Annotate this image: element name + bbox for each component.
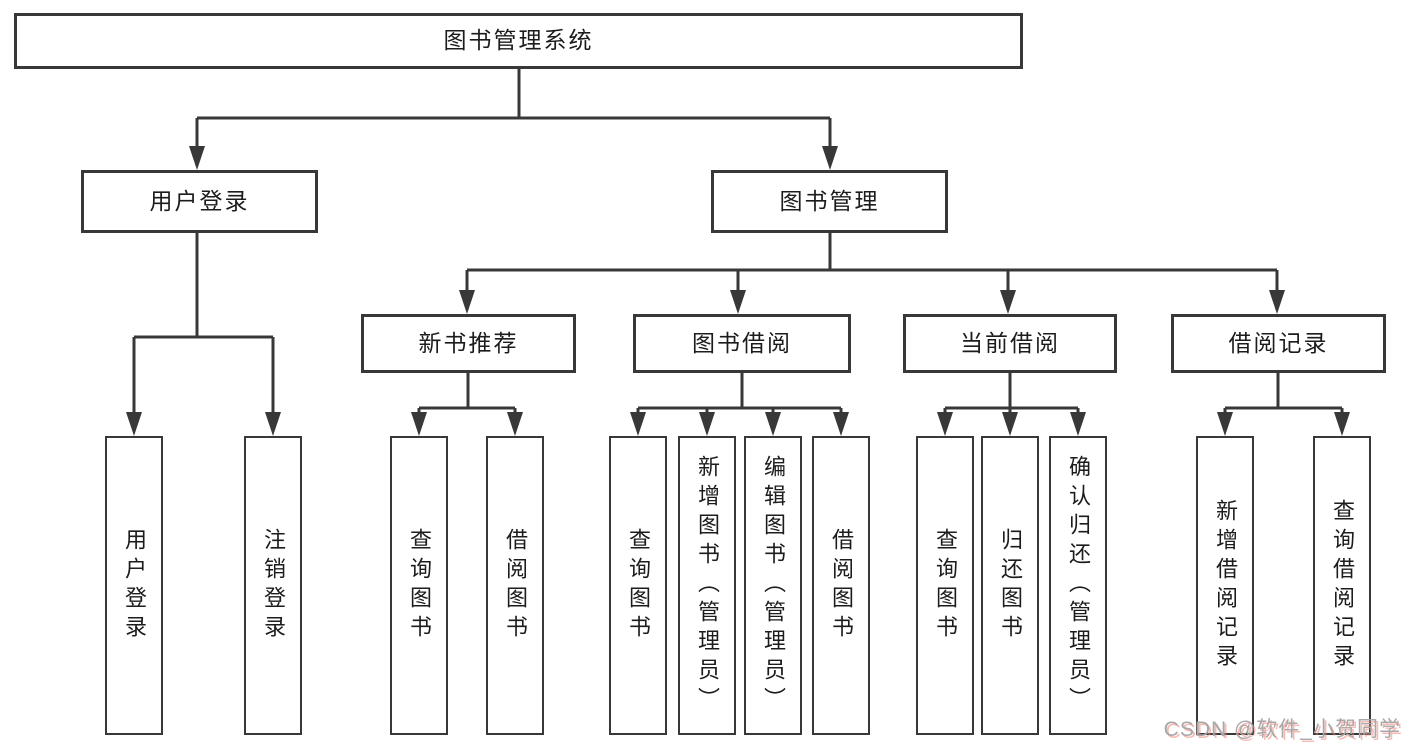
- leaf-add-borrow-record: 新增借阅记录: [1196, 436, 1254, 735]
- leaf-borrow-book: 借阅图书: [812, 436, 870, 735]
- leaf-add-book-admin: 新增图书（管理员）: [678, 436, 736, 735]
- node-book-borrow: 图书借阅: [633, 314, 851, 373]
- leaf-borrow-book-recommend: 借阅图书: [486, 436, 544, 735]
- leaf-user-login: 用户登录: [105, 436, 163, 735]
- node-book-management: 图书管理: [711, 170, 948, 233]
- leaf-query-borrow-record: 查询借阅记录: [1313, 436, 1371, 735]
- node-library-management-system: 图书管理系统: [14, 13, 1023, 69]
- node-user-login: 用户登录: [81, 170, 318, 233]
- leaf-confirm-return-admin: 确认归还（管理员）: [1049, 436, 1107, 735]
- leaf-return-book: 归还图书: [981, 436, 1039, 735]
- node-current-borrow: 当前借阅: [903, 314, 1117, 373]
- leaf-logout: 注销登录: [244, 436, 302, 735]
- leaf-edit-book-admin: 编辑图书（管理员）: [744, 436, 802, 735]
- leaf-query-book-current: 查询图书: [916, 436, 974, 735]
- node-new-book-recommend: 新书推荐: [361, 314, 576, 373]
- node-borrow-record: 借阅记录: [1171, 314, 1386, 373]
- csdn-watermark: CSDN @软件_小贺同学: [1163, 718, 1401, 741]
- leaf-query-book-borrow: 查询图书: [609, 436, 667, 735]
- leaf-query-book-recommend: 查询图书: [390, 436, 448, 735]
